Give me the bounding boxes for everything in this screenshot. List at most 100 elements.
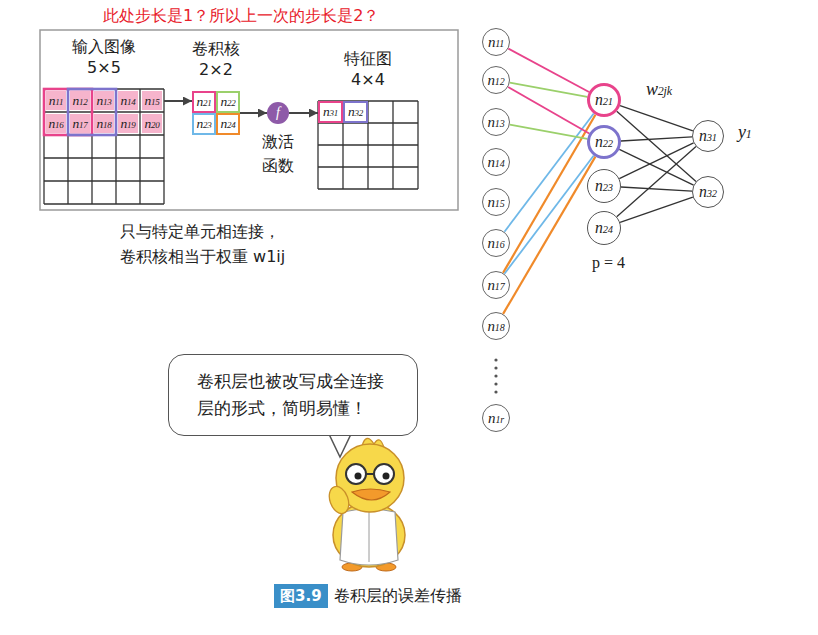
glasses-lens	[346, 464, 366, 484]
weight-connection	[621, 187, 692, 191]
panel-frame	[40, 30, 458, 210]
glasses-bridge	[366, 473, 374, 475]
input-cell: n17	[70, 114, 90, 133]
dot	[494, 382, 497, 385]
neuron-label: n21	[595, 92, 613, 108]
hidden-neuron: n23	[587, 169, 621, 203]
weight-connection	[620, 106, 693, 131]
cell-label: n22	[220, 95, 235, 109]
feature-map-grid: 特征图4×4n31n32	[318, 101, 418, 189]
neuron-label: n17	[488, 278, 505, 293]
input-neuron: n18	[482, 312, 510, 340]
neuron-label: n32	[699, 184, 717, 200]
grid-line	[163, 89, 164, 204]
input-cell: n13	[94, 91, 114, 110]
grid-heading: 卷积核	[192, 39, 240, 59]
feature-grid-lines	[318, 101, 418, 189]
grid-line	[417, 101, 418, 189]
hidden-neuron: n21	[587, 83, 621, 117]
kernel-cell: n22	[216, 91, 240, 113]
input-cell: n15	[142, 91, 162, 110]
input-cell: n18	[94, 114, 114, 133]
input-neuron: n17	[482, 271, 510, 299]
cell-label: n16	[48, 117, 63, 131]
count-label: p = 4	[592, 254, 625, 272]
beak	[352, 489, 390, 500]
grid-heading: 5×5	[87, 58, 121, 78]
handwritten-note: 此处步长是1？所以上一次的步长是2？	[103, 6, 379, 27]
input-cell: n16	[46, 114, 66, 133]
cell-label: n18	[96, 117, 111, 131]
note-text: 只与特定单元相连接，	[120, 222, 280, 243]
bubble-text: 卷积层也被改写成全连接层的形式，简明易懂！	[197, 368, 389, 422]
output-neuron: n32	[692, 176, 724, 208]
weight-connection	[503, 115, 595, 273]
weight-connection	[620, 197, 693, 222]
neuron-label: n12	[488, 73, 505, 88]
cell-label: n12	[72, 94, 87, 108]
function-symbol: f	[276, 106, 280, 120]
neuron-label: n14	[488, 155, 505, 170]
dot	[494, 390, 497, 393]
activation-circle: f激活函数	[267, 102, 289, 124]
weight-connection	[510, 125, 588, 139]
cell-label: n23	[196, 117, 211, 131]
hidden-neuron: n22	[587, 125, 621, 159]
flow-arrow	[164, 100, 192, 102]
output-symbol: y1	[738, 123, 752, 141]
figure-caption: 卷积层的误差传播	[334, 586, 462, 606]
note-text: 卷积核相当于权重 w1ij	[120, 247, 285, 268]
input-grid-lines	[44, 89, 164, 204]
cell-label: n24	[220, 117, 235, 131]
dot	[494, 358, 497, 361]
input-neuron: n12	[482, 66, 510, 94]
kernel-cell: n21	[192, 91, 216, 113]
neuron-label: n31	[699, 128, 717, 144]
cell-label: n17	[72, 117, 87, 131]
kernel-grid: 卷积核2×2n21n22n23n24	[192, 91, 240, 135]
function-caption: 激活函数	[260, 130, 295, 178]
input-neuron: n14	[482, 148, 510, 176]
grid-heading: 特征图	[344, 49, 392, 69]
cell-label: n20	[144, 117, 159, 131]
grid-heading: 输入图像	[72, 37, 136, 57]
weight-symbol: w2jk	[646, 80, 672, 98]
lab-coat	[340, 509, 398, 565]
cell-label: n19	[120, 117, 135, 131]
grid-line	[44, 180, 164, 181]
weight-connection	[619, 149, 693, 185]
neuron-label: n24	[595, 220, 613, 236]
weight-connection	[619, 143, 693, 179]
grid-line	[44, 203, 164, 204]
input-neuron: n11	[482, 28, 510, 56]
owl-mascot	[326, 438, 405, 571]
cell-label: n21	[196, 95, 211, 109]
output-neuron: n31	[692, 120, 724, 152]
weight-connection	[503, 157, 595, 314]
input-image-grid: 输入图像5×5n11n12n13n14n15n16n17n18n19n20	[44, 89, 164, 204]
weight-connection	[621, 137, 692, 141]
grid-line	[139, 89, 140, 204]
grid-line	[44, 157, 164, 158]
feature-cell: n32	[343, 101, 368, 123]
kernel-cell: n24	[216, 113, 240, 135]
grid-line	[44, 111, 164, 112]
pupil	[355, 473, 362, 480]
input-cell: n20	[142, 114, 162, 133]
dot	[494, 374, 497, 377]
coat-seam	[369, 512, 370, 562]
input-cell: n14	[118, 91, 138, 110]
cell-label: n31	[323, 105, 338, 119]
grid-heading: 2×2	[199, 60, 233, 80]
cell-label: n11	[49, 94, 64, 108]
neuron-label: n1r	[488, 411, 504, 426]
neuron-label: n18	[488, 319, 505, 334]
input-neuron: n1r	[482, 404, 510, 432]
kernel-window	[68, 89, 116, 135]
hidden-neuron: n24	[587, 211, 621, 245]
neuron-label: n22	[595, 134, 613, 150]
neuron-label: n11	[488, 35, 504, 50]
grid-heading: 4×4	[351, 70, 385, 90]
